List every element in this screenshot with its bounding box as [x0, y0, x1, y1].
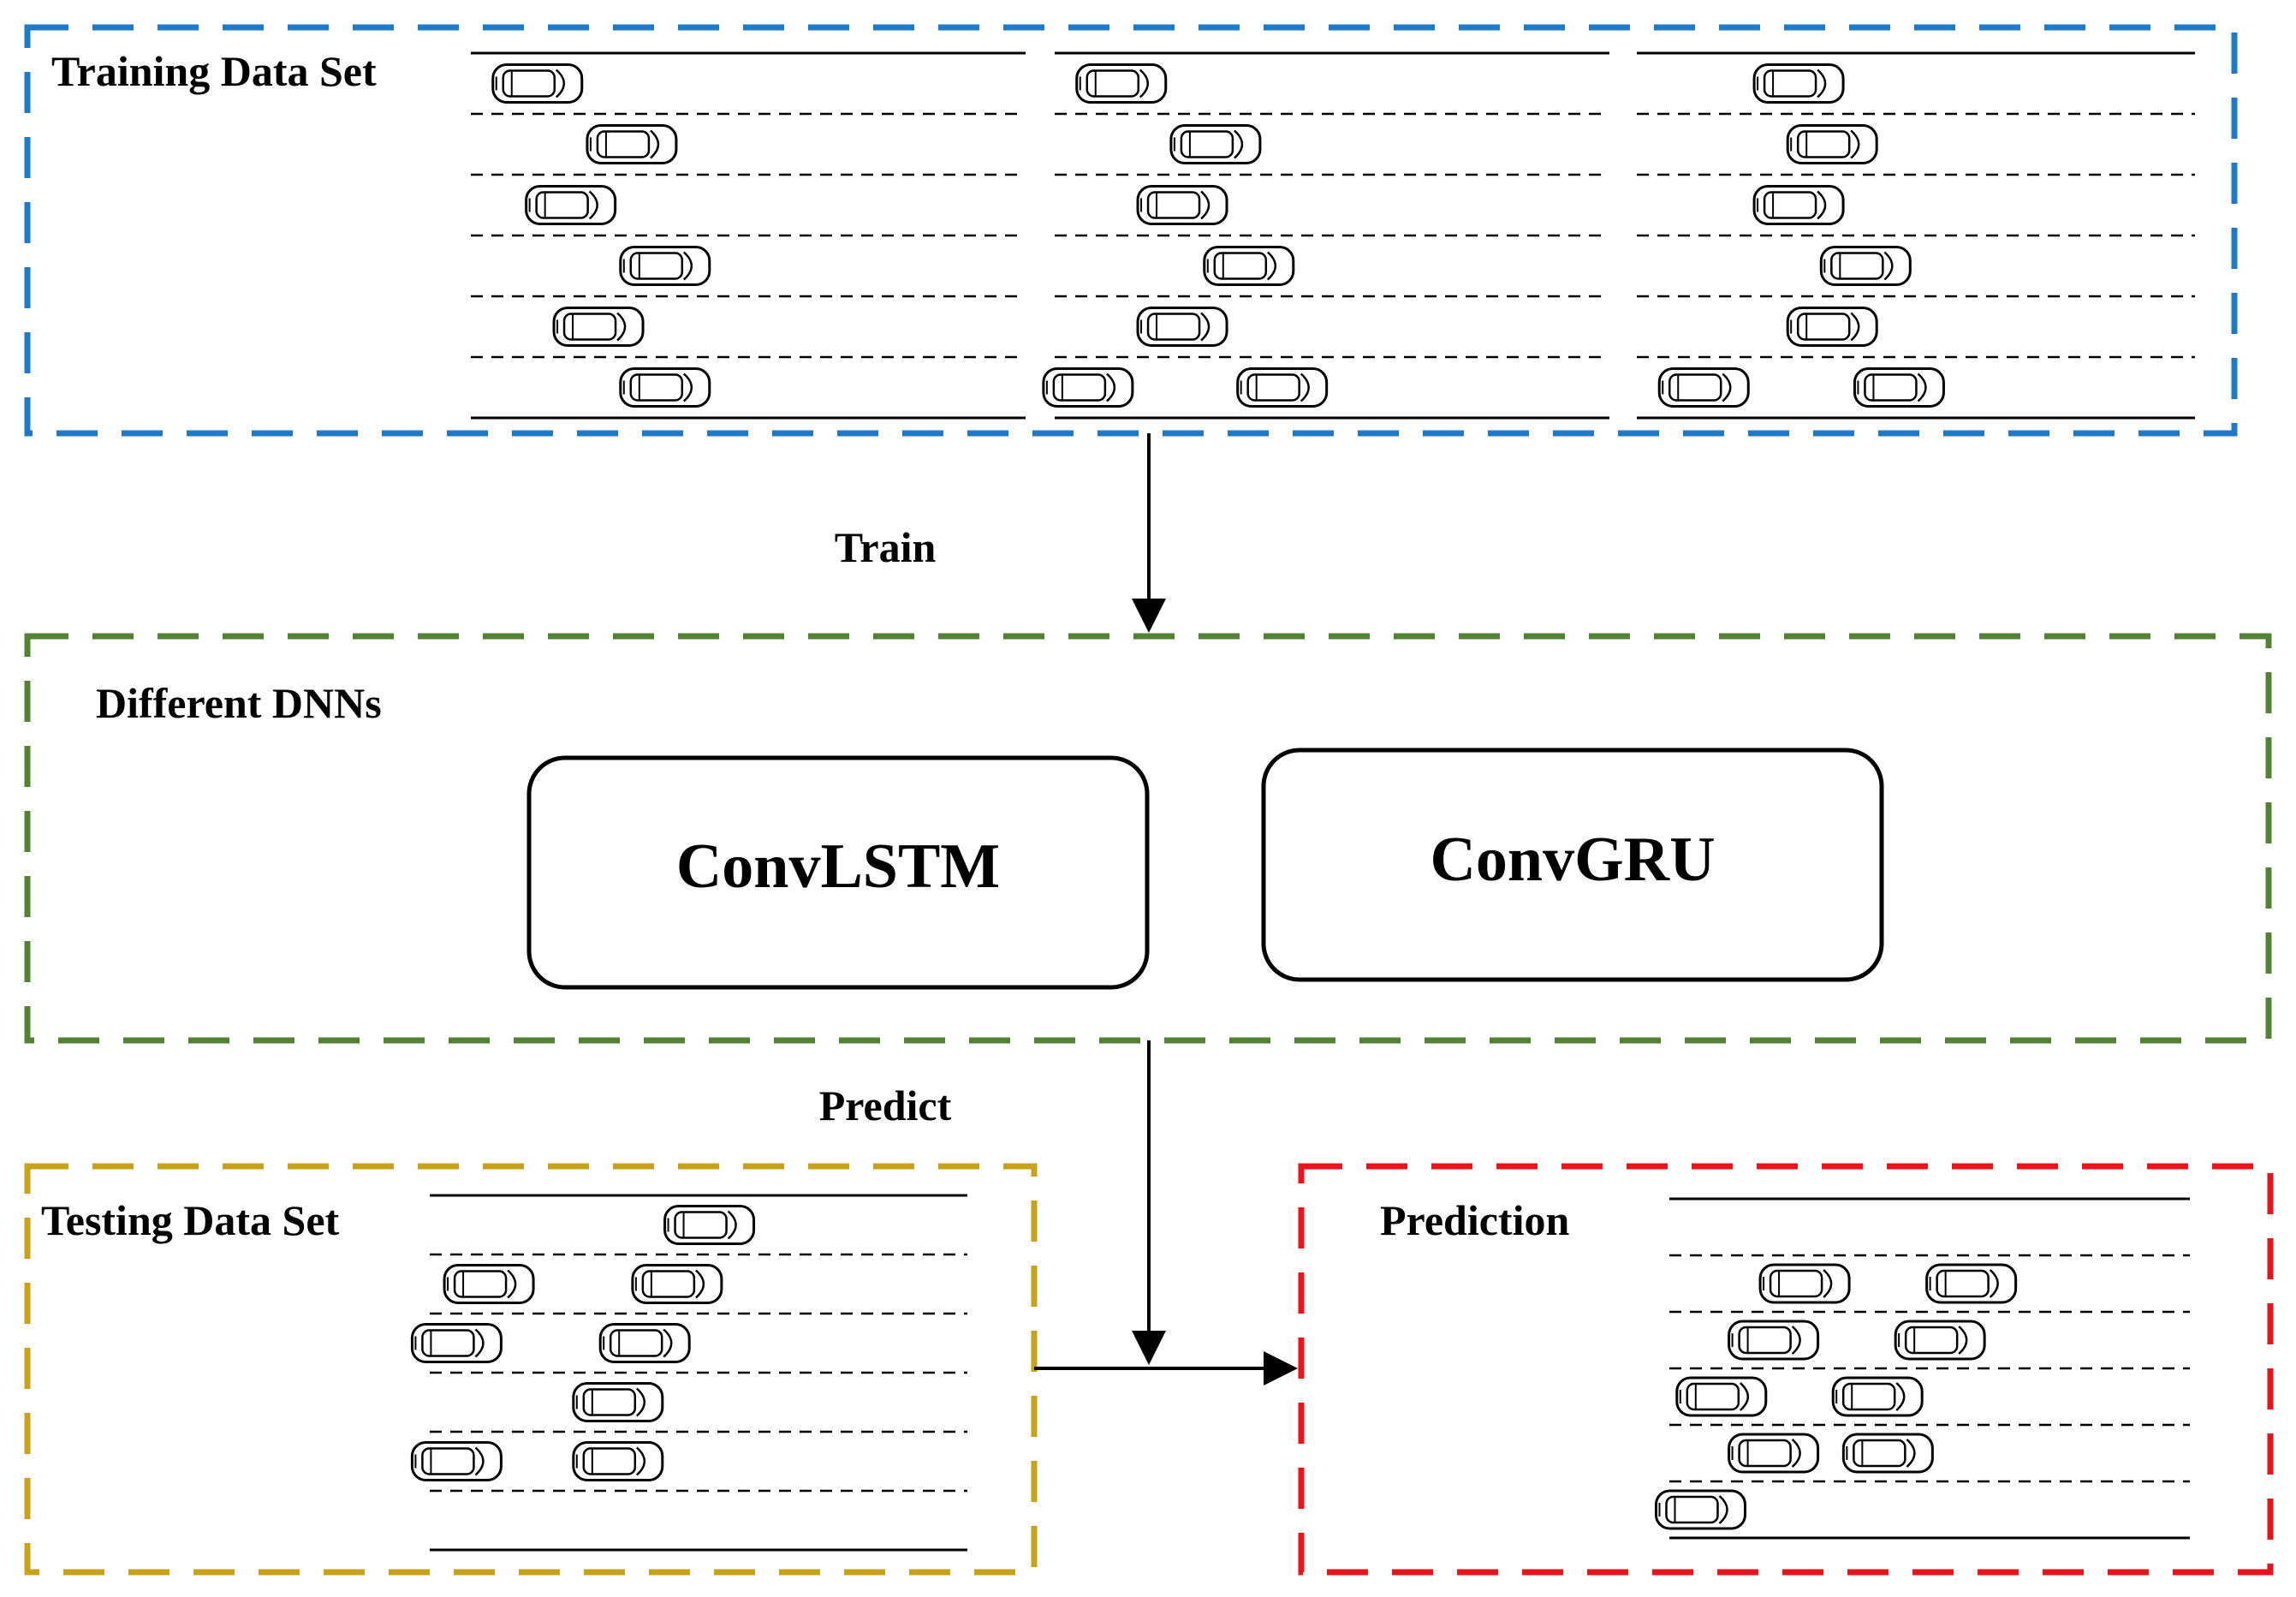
car-topview-icon — [1752, 63, 1845, 104]
car-topview-icon — [1758, 1263, 1851, 1304]
car-topview-icon — [1819, 246, 1912, 286]
car-topview-icon — [1657, 367, 1750, 408]
convlstm-box — [526, 755, 1150, 990]
car-topview-icon — [1831, 1376, 1924, 1417]
training-road-scene-1 — [471, 51, 1026, 420]
training-road-scene-3 — [1637, 51, 2195, 420]
car-topview-icon — [1654, 1489, 1746, 1530]
car-topview-icon — [491, 63, 584, 104]
training-data-set-frame — [24, 24, 2238, 437]
different-dnns-title: Different DNNs — [96, 679, 382, 727]
car-topview-icon — [410, 1323, 503, 1363]
car-topview-icon — [572, 1382, 664, 1422]
prediction-road-scene — [1654, 1197, 2190, 1540]
training-data-set-title: Training Data Set — [51, 47, 377, 95]
car-topview-icon — [1728, 1433, 1820, 1474]
car-topview-icon — [598, 1323, 691, 1363]
convgru-label: ConvGRU — [1430, 825, 1715, 895]
testing-road-scene — [410, 1194, 967, 1552]
car-topview-icon — [1853, 367, 1945, 408]
car-topview-icon — [1136, 185, 1228, 225]
car-topview-icon — [1894, 1320, 1986, 1361]
train-label: Train — [835, 523, 937, 571]
training-road-scene-2 — [1042, 51, 1609, 420]
car-topview-icon — [1169, 124, 1262, 164]
car-topview-icon — [619, 246, 711, 286]
car-topview-icon — [1841, 1433, 1934, 1474]
car-topview-icon — [1236, 367, 1329, 408]
car-topview-icon — [1752, 185, 1845, 225]
car-topview-icon — [1136, 307, 1228, 347]
prediction-frame — [1298, 1163, 2274, 1576]
car-topview-icon — [410, 1441, 503, 1481]
predict-label: Predict — [819, 1082, 952, 1129]
car-topview-icon — [1075, 63, 1168, 104]
testing-data-set-title: Testing Data Set — [41, 1196, 340, 1244]
car-topview-icon — [1042, 367, 1134, 408]
car-topview-icon — [1203, 246, 1295, 286]
car-topview-icon — [443, 1264, 535, 1304]
car-topview-icon — [1786, 124, 1878, 164]
car-topview-icon — [552, 307, 645, 347]
car-topview-icon — [1675, 1376, 1768, 1417]
car-topview-icon — [1925, 1263, 2018, 1304]
different-dnns-frame — [24, 633, 2272, 1044]
car-topview-icon — [663, 1205, 756, 1245]
convgru-box — [1261, 748, 1884, 982]
car-topview-icon — [586, 124, 678, 164]
car-topview-icon — [572, 1441, 664, 1481]
car-topview-icon — [525, 185, 617, 225]
car-topview-icon — [631, 1264, 723, 1304]
car-topview-icon — [1728, 1320, 1820, 1361]
convlstm-label: ConvLSTM — [676, 831, 1000, 902]
car-topview-icon — [619, 367, 711, 408]
car-topview-icon — [1786, 307, 1878, 347]
prediction-title: Prediction — [1380, 1196, 1569, 1244]
